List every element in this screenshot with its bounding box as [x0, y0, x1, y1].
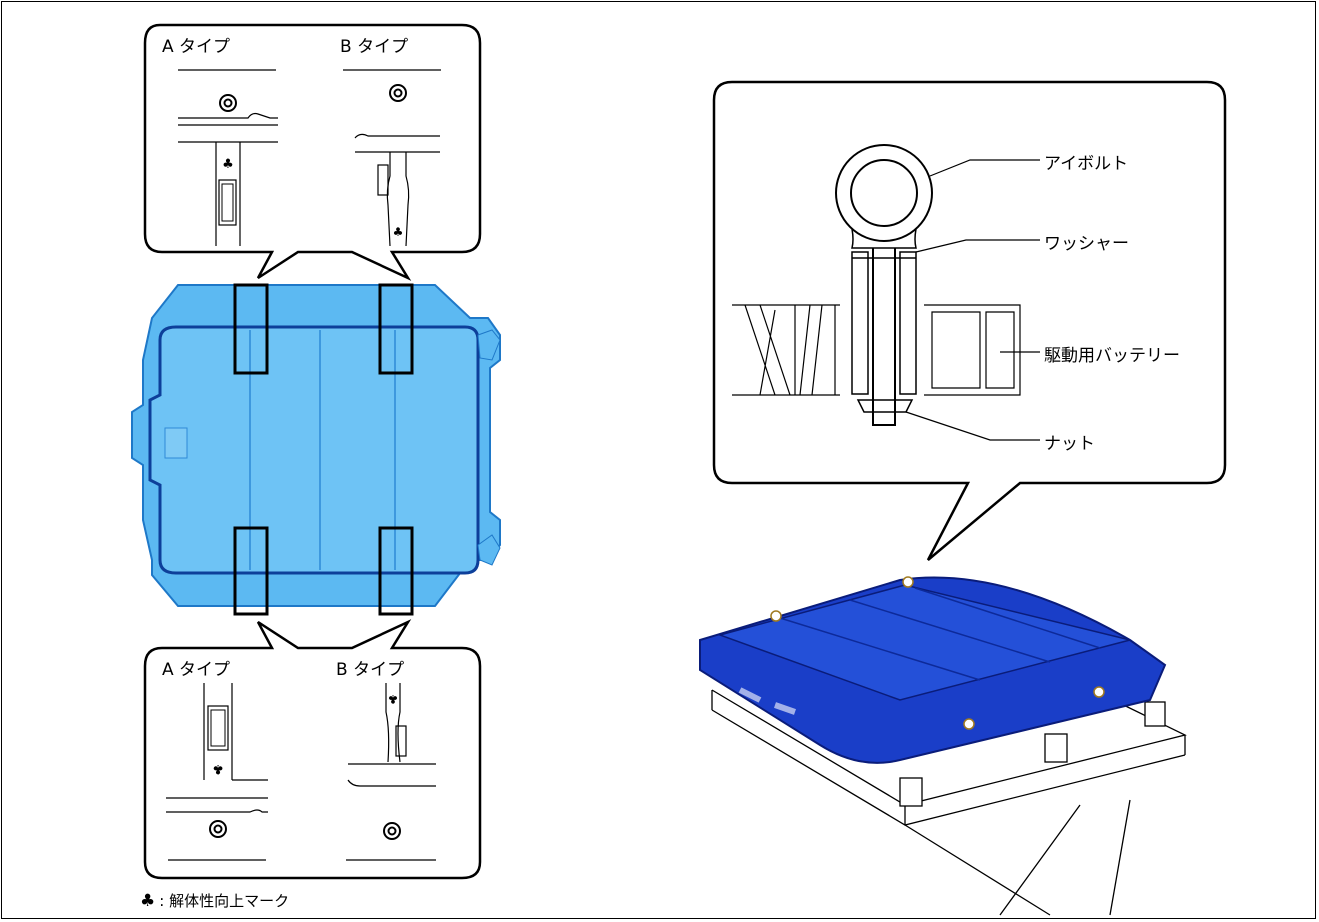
- top-callout-type-a-label: A タイプ: [162, 37, 231, 57]
- top-callout-type-b-label: B タイプ: [340, 37, 409, 57]
- callout-bottom-left: ♣ ♣: [143, 619, 482, 880]
- svg-text:♣: ♣: [222, 157, 234, 172]
- battery-top-view: [131, 283, 501, 616]
- svg-text:♣: ♣: [212, 761, 224, 776]
- eyebolt-label: アイボルト: [1044, 154, 1129, 174]
- battery-3d-view: [699, 576, 1187, 916]
- bottom-callout-type-b-label: B タイプ: [336, 660, 405, 680]
- washer-label: ワッシャー: [1044, 234, 1129, 254]
- nut-label: ナット: [1044, 434, 1095, 454]
- legend: ♣ : 解体性向上マーク: [140, 890, 289, 911]
- svg-text:♣: ♣: [388, 692, 399, 706]
- callout-right: [712, 80, 1227, 561]
- legend-text: : 解体性向上マーク: [159, 892, 290, 910]
- svg-text:♣: ♣: [393, 225, 404, 239]
- bottom-callout-type-a-label: A タイプ: [162, 660, 231, 680]
- callout-top-left: ♣ ♣: [143, 23, 482, 281]
- recycle-mark-icon: ♣: [140, 890, 156, 911]
- battery-label: 駆動用バッテリー: [1044, 346, 1180, 366]
